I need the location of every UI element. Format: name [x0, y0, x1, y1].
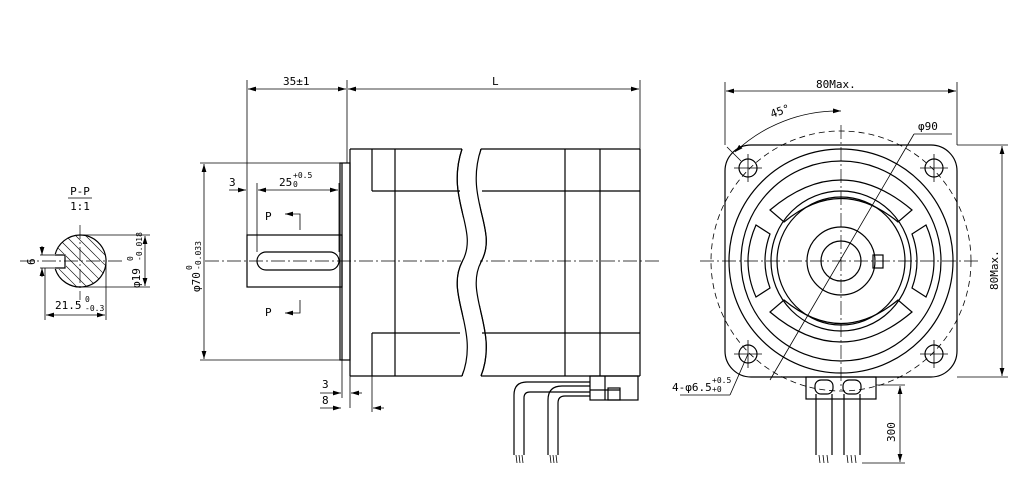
holes-tol-lower: +0 — [712, 385, 722, 394]
flange-thickness-b: 8 — [322, 394, 329, 407]
angle-dim: 45° — [769, 102, 792, 121]
width-dim: 80Max. — [816, 78, 856, 91]
front-view: 45° φ90 80Max. 80Max. 4-φ6.5 +0.5 +0 — [672, 78, 1008, 464]
bolt-circle-dim: φ90 — [918, 120, 938, 133]
section-title: P-P — [70, 185, 90, 198]
lead-length-dim: 300 — [885, 422, 898, 442]
body-length-dim: L — [492, 75, 499, 88]
key-tol-lower: 0 — [293, 180, 298, 189]
key-height-dim: 6 — [25, 258, 38, 265]
bolt-circle — [710, 130, 972, 392]
flange-thickness-a: 3 — [322, 378, 329, 391]
svg-text:P: P — [265, 210, 272, 223]
flat-tol-lower: -0.3 — [85, 304, 104, 313]
shaft-dia-tol-upper: 0 — [126, 256, 135, 261]
section-scale: 1:1 — [70, 200, 90, 213]
cables — [513, 381, 590, 464]
flat-dim: 21.5 — [55, 299, 82, 312]
shaft-length-dim: 35±1 — [283, 75, 310, 88]
holes-dim: 4-φ6.5 — [672, 381, 712, 394]
motor-body — [349, 148, 641, 377]
front-cable-gland — [805, 376, 877, 464]
shaft-dia-tol-lower: -0.018 — [135, 232, 144, 261]
cable-connector — [589, 375, 639, 401]
svg-text:P: P — [265, 306, 272, 319]
height-dim: 80Max. — [988, 250, 1001, 290]
pilot-tol-upper: 0 — [185, 265, 194, 270]
shaft-section — [54, 234, 107, 288]
section-mark-top: P — [265, 210, 301, 230]
key-tol-upper: +0.5 — [293, 171, 312, 180]
pilot-dia-dim: φ70 — [190, 272, 203, 292]
side-view: φ70 0 -0.033 — [185, 75, 660, 464]
key-offset-dim: 3 — [229, 176, 236, 189]
section-view: P-P 1:1 6 φ19 0 -0 — [20, 185, 150, 320]
key-length-dim: 25 — [279, 176, 292, 189]
key-slot — [256, 251, 340, 271]
shaft-dia-dim: φ19 — [130, 268, 143, 288]
pilot-tol-lower: -0.033 — [194, 241, 203, 270]
flat-tol-upper: 0 — [85, 295, 90, 304]
section-mark-bottom: P — [265, 300, 301, 319]
holes-tol-upper: +0.5 — [712, 376, 731, 385]
